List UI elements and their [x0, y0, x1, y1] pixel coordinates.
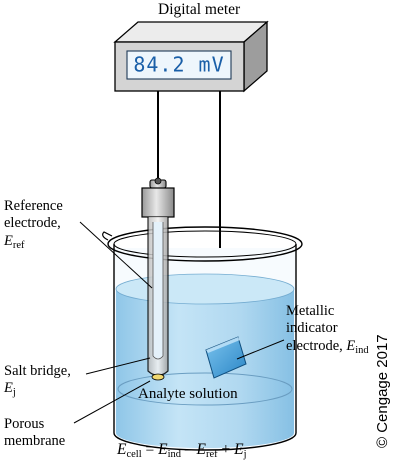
junction-potential-symbol: Ej — [4, 380, 16, 398]
cell-potential-equation: Ecell = Eind – Eref + Ej — [117, 441, 247, 460]
indicator-label-line3: electrode, Eind — [286, 338, 369, 356]
analyte-solution-label: Analyte solution — [138, 386, 238, 402]
porous-membrane-label-line1: Porous — [4, 416, 45, 432]
copyright-notice: © Cengage 2017 — [374, 334, 391, 448]
meter-reading: 84.2 mV — [133, 53, 224, 77]
analyte-solution — [116, 289, 294, 448]
porous-membrane — [151, 373, 165, 381]
meter-title: Digital meter — [158, 1, 241, 18]
meter-display — [126, 50, 232, 80]
beaker — [102, 226, 303, 451]
reference-electrode-label-line2: electrode, — [4, 215, 61, 231]
reference-electrode — [141, 177, 175, 381]
reference-potential-symbol: Eref — [4, 233, 25, 251]
indicator-label-line2: indicator — [286, 320, 338, 336]
indicator-electrode — [205, 336, 247, 379]
leader-lines — [73, 221, 285, 424]
indicator-label-line1: Metallic — [286, 303, 335, 319]
reference-electrode-label-line1: Reference — [4, 198, 63, 214]
porous-membrane-label-line2: membrane — [4, 433, 66, 449]
salt-bridge-label: Salt bridge, — [4, 363, 71, 379]
digital-meter: 84.2 mV — [113, 20, 269, 93]
